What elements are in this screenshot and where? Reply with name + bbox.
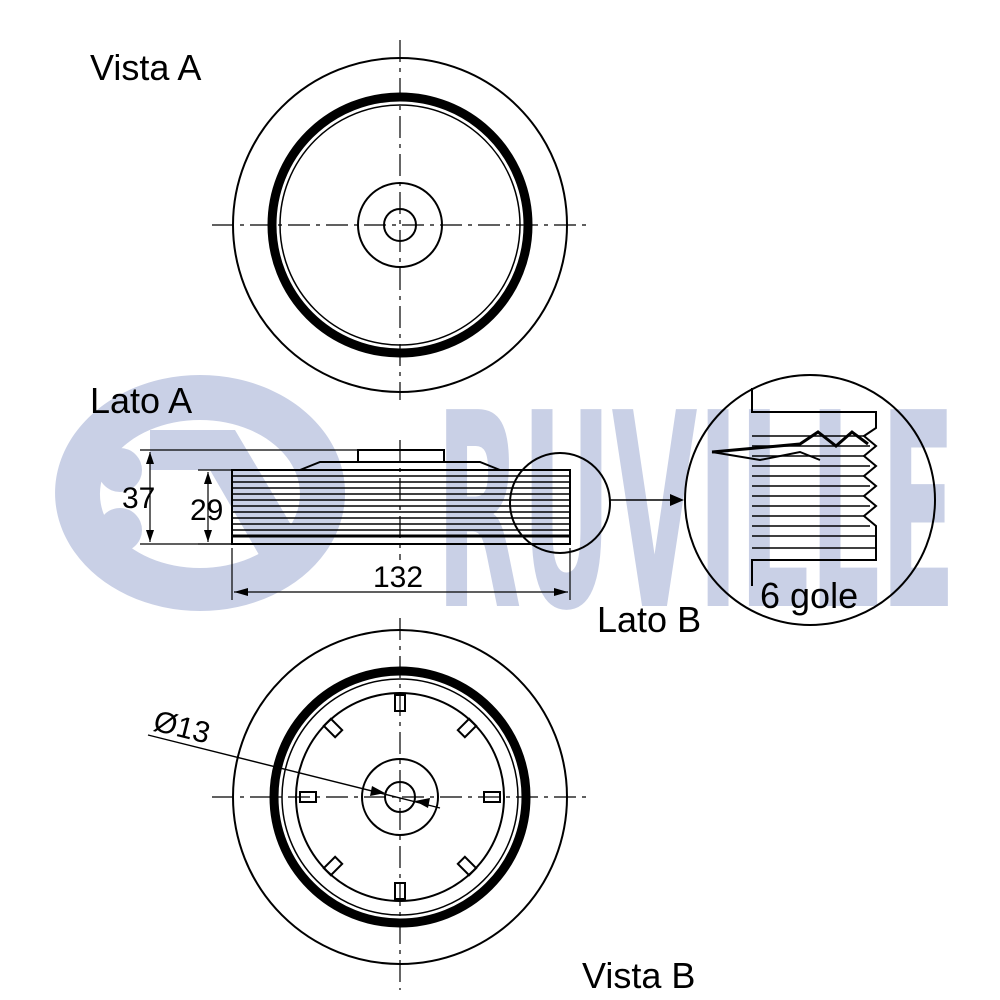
- outer-height-value: 37: [122, 482, 155, 515]
- diameter-value: 132: [373, 561, 423, 594]
- inner-disc: [295, 692, 505, 902]
- mounting-slots: [299, 694, 501, 900]
- brand-emblem-dot: [98, 508, 142, 552]
- groove-ring: [269, 666, 531, 928]
- groove-ring: [267, 92, 533, 358]
- hole-leader-arrow: [370, 786, 385, 796]
- view-b-label: Vista B: [582, 955, 695, 996]
- pulley-body: [231, 469, 571, 545]
- view-b-drawing: [147, 618, 590, 990]
- grooves-label: 6 gole: [760, 575, 858, 616]
- side-b-label: Lato B: [597, 599, 701, 640]
- groove-detail: [684, 374, 936, 626]
- brand-emblem-mark: [150, 430, 300, 560]
- brand-emblem-dot: [98, 448, 142, 492]
- dimension-diameter: [231, 548, 571, 600]
- center-bore: [383, 208, 417, 242]
- groove-ring-inner: [279, 104, 521, 346]
- hub: [361, 758, 439, 836]
- belt-grooves: [232, 475, 570, 531]
- side-view-drawing: [231, 440, 684, 560]
- side-a-label: Lato A: [90, 380, 192, 421]
- detail-zigzag: [711, 430, 869, 454]
- pulley-profile: [299, 461, 501, 471]
- groove-ring-inner: [281, 678, 519, 916]
- center-bore: [384, 781, 416, 813]
- outer-rim: [232, 629, 568, 965]
- detail-callout-circle: [509, 452, 611, 554]
- outer-rim: [232, 57, 568, 393]
- view-a-label: Vista A: [90, 47, 201, 88]
- detail-arrow-head: [670, 494, 684, 506]
- hub-boss: [357, 449, 445, 463]
- inner-height-value: 29: [190, 494, 223, 527]
- hole-diameter-value: Ø13: [150, 705, 213, 751]
- detail-hatching: [752, 435, 876, 549]
- view-a-drawing: [212, 40, 590, 400]
- detail-circle: [684, 374, 936, 626]
- hub: [357, 182, 443, 268]
- detail-zigzag-inner: [711, 450, 821, 462]
- dimension-inner-height: [198, 469, 232, 545]
- hole-leader-line: [147, 734, 441, 809]
- hole-leader-arrow: [415, 798, 430, 808]
